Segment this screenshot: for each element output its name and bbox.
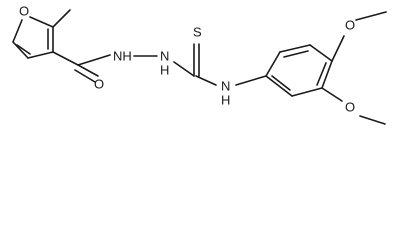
- bond-ar4-double: [316, 62, 327, 86]
- carbonyl-oxygen-label: O: [94, 77, 104, 92]
- bond-ar-o-top: [331, 35, 345, 62]
- bond-thiocarbon-n: [195, 75, 217, 86]
- bond-ar2-double: [283, 50, 309, 58]
- hydrazide-h-label: H: [160, 63, 169, 78]
- furan-ring: [12, 16, 54, 59]
- hydrazide-n-right-label: N: [160, 49, 169, 64]
- bond-o-methyl-bottom: [359, 115, 386, 125]
- bond-n-aryl: [235, 75, 267, 86]
- bond-carbonyl-double-a: [77, 64, 99, 77]
- bond-carbonyl-n: [77, 54, 111, 66]
- bond-c2-o: [29, 16, 54, 28]
- bond-c4-c3: [27, 51, 54, 59]
- benzene-ring: [265, 44, 333, 97]
- bond-ar1: [265, 51, 281, 77]
- bond-ar2: [279, 44, 311, 53]
- bond-ar-o-bottom: [321, 87, 343, 102]
- amine-h-label: H: [221, 93, 230, 108]
- bond-ar6: [265, 75, 293, 97]
- bond-n-thiocarbon: [173, 61, 195, 77]
- chemical-structure: O O NH N H S N H O O: [12, 4, 387, 125]
- bond-carbonyl-double-b: [74, 69, 96, 83]
- thione-sulfur-label: S: [193, 25, 202, 40]
- methoxy-oxygen-top-label: O: [345, 18, 355, 33]
- bond-ring-carbonyl: [52, 51, 79, 66]
- bond-ar5: [291, 87, 323, 97]
- hydrazide-nh-left-label: NH: [113, 49, 132, 64]
- bond-o-methyl-top: [355, 11, 387, 21]
- bond-c5-c4-double: [16, 44, 31, 55]
- amine-n-label: N: [221, 79, 230, 94]
- furan-oxygen-label: O: [19, 4, 29, 19]
- bond-ar6-double: [271, 75, 291, 91]
- bond-methyl: [52, 9, 71, 28]
- bond-o-c5: [12, 19, 23, 43]
- bond-ar3: [309, 44, 333, 62]
- bond-ar4: [321, 60, 333, 89]
- bond-c5-c4: [12, 41, 29, 59]
- methoxy-oxygen-bottom-label: O: [345, 100, 355, 115]
